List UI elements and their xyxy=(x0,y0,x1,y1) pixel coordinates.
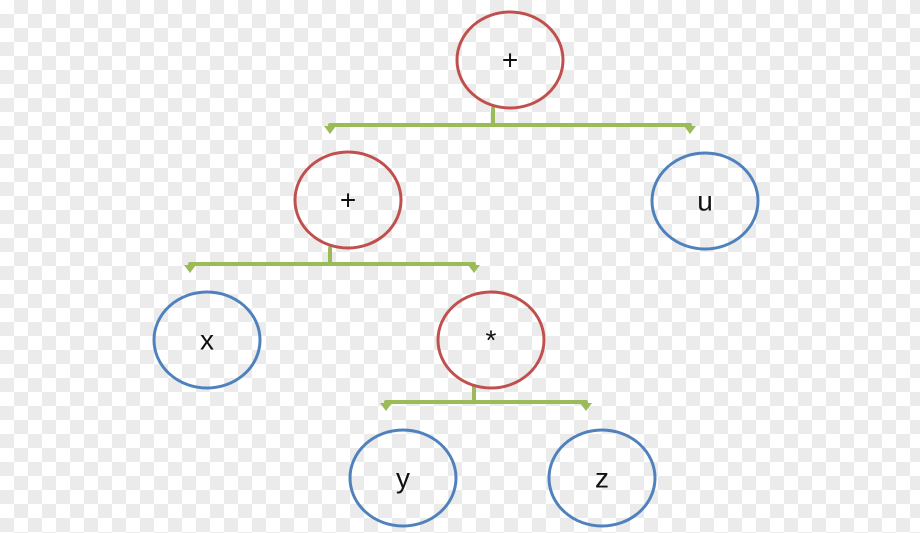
node-u-circle xyxy=(650,151,760,251)
node-y: y xyxy=(348,428,458,528)
node-times-circle xyxy=(436,290,546,390)
node-times-label: * xyxy=(486,325,497,356)
node-z-label: z xyxy=(595,463,609,494)
node-u-label: u xyxy=(697,186,713,217)
node-x-label: x xyxy=(200,325,214,356)
node-x: x xyxy=(152,290,262,390)
node-times: * xyxy=(436,290,546,390)
connector-inner-plus xyxy=(184,246,480,273)
node-root-plus: + xyxy=(455,10,565,110)
node-z-circle xyxy=(547,428,657,528)
node-x-circle xyxy=(152,290,262,390)
node-inner-plus-label: + xyxy=(340,185,356,216)
node-inner-plus: + xyxy=(293,150,403,250)
connector-times xyxy=(380,384,592,411)
connector-root-plus xyxy=(324,106,696,134)
node-inner-plus-circle xyxy=(293,150,403,250)
node-y-circle xyxy=(348,428,458,528)
node-root-plus-circle xyxy=(455,10,565,110)
node-y-label: y xyxy=(396,463,410,494)
node-root-plus-label: + xyxy=(502,45,518,76)
node-z: z xyxy=(547,428,657,528)
node-u: u xyxy=(650,151,760,251)
